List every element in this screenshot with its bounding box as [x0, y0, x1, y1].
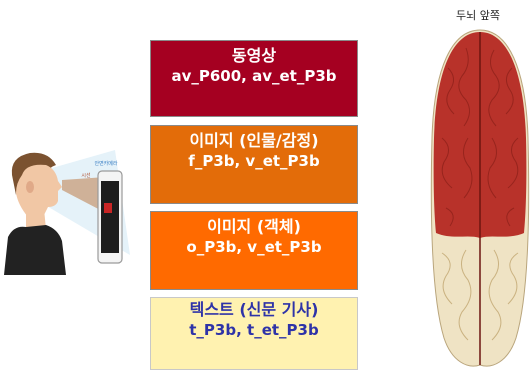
- brain-front-label: 두뇌 앞쪽: [456, 7, 500, 23]
- image-person-box-title: 이미지 (인물/감정): [151, 130, 357, 151]
- phone-label: 안면카메라: [94, 160, 117, 167]
- brain-top-view-illustration: [428, 28, 532, 371]
- person-with-phone-illustration: 안면카메라 시선: [0, 145, 135, 275]
- text-news-box-title: 텍스트 (신문 기사): [151, 299, 357, 320]
- image-person-box: 이미지 (인물/감정) f_P3b, v_et_P3b: [150, 125, 358, 204]
- image-object-box: 이미지 (객체) o_P3b, v_et_P3b: [150, 211, 358, 290]
- text-news-box: 텍스트 (신문 기사) t_P3b, t_et_P3b: [150, 297, 358, 370]
- video-box-title: 동영상: [151, 45, 357, 66]
- video-box-code: av_P600, av_et_P3b: [151, 66, 357, 87]
- text-news-box-code: t_P3b, t_et_P3b: [151, 320, 357, 341]
- gaze-label: 시선: [81, 172, 91, 179]
- image-object-box-code: o_P3b, v_et_P3b: [151, 237, 357, 258]
- image-person-box-code: f_P3b, v_et_P3b: [151, 151, 357, 172]
- image-object-box-title: 이미지 (객체): [151, 216, 357, 237]
- video-box: 동영상 av_P600, av_et_P3b: [150, 40, 358, 117]
